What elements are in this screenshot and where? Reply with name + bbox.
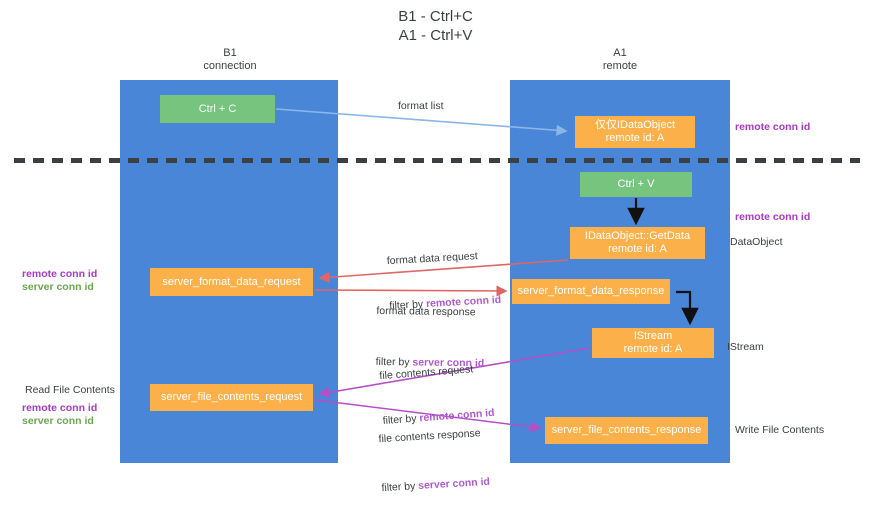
arrow-format-list xyxy=(275,108,568,136)
diagram-canvas: B1 - Ctrl+C A1 - Ctrl+V B1 connection A1… xyxy=(14,8,860,494)
phase-divider xyxy=(14,158,860,163)
arrow-layer xyxy=(275,108,699,433)
label-remote-conn-id-top: remote conn id xyxy=(735,121,811,133)
label-write-file-contents: Write File Contents xyxy=(735,424,825,436)
box-server-format-data-request[interactable]: server_format_data_request xyxy=(150,268,313,296)
label-file-contents-response: file contents response xyxy=(378,427,481,446)
box-idataobject-getdata[interactable]: IDataObject::GetData remote id: A xyxy=(570,227,705,259)
column-header-a1: A1 remote xyxy=(602,47,638,72)
column-header-b1: B1 connection xyxy=(203,47,257,72)
label-read-file-contents: Read File Contents xyxy=(25,384,115,396)
box-ctrl-v[interactable]: Ctrl + V xyxy=(580,172,692,197)
label-format-list: format list xyxy=(398,100,444,112)
label-format-data-response: format data response xyxy=(376,304,476,319)
label-istream-side: IStream xyxy=(727,341,764,353)
page-title: B1 - Ctrl+C A1 - Ctrl+V xyxy=(398,8,473,44)
arrow-file-contents-request xyxy=(318,347,591,398)
label-format-data-request: format data request xyxy=(386,250,479,268)
label-dataobject: DataObject xyxy=(730,236,783,248)
arrow-file-contents-response xyxy=(315,399,542,433)
box-server-file-contents-request[interactable]: server_file_contents_request xyxy=(150,384,313,411)
filter-prefix: filter by xyxy=(381,480,419,495)
label-file-contents-response-group: file contents response filter by server … xyxy=(376,396,492,526)
arrow-format-data-request xyxy=(318,259,569,283)
filter-value-server-conn-id: server conn id xyxy=(417,475,491,492)
label-file-contents-response-filter: filter by server conn id xyxy=(381,475,490,496)
box-server-file-contents-response[interactable]: server_file_contents_response xyxy=(545,417,708,444)
box-idataobject[interactable]: 仅仅IDataObject remote id: A xyxy=(575,116,695,148)
label-left-remote-conn-id-2: remote conn id xyxy=(22,402,98,414)
box-server-format-data-response[interactable]: server_format_data_response xyxy=(512,279,670,304)
label-left-server-conn-id-2: server conn id xyxy=(22,415,94,427)
arrow-format-data-response xyxy=(314,285,508,297)
arrow-response-to-istream xyxy=(676,290,699,326)
box-ctrl-c[interactable]: Ctrl + C xyxy=(160,95,275,123)
label-left-server-conn-id-1: server conn id xyxy=(22,281,94,293)
label-file-contents-request: file contents request xyxy=(379,363,474,383)
label-left-remote-conn-id-1: remote conn id xyxy=(22,268,98,280)
box-istream[interactable]: IStream remote id: A xyxy=(592,328,714,358)
label-remote-conn-id-mid: remote conn id xyxy=(735,211,811,223)
